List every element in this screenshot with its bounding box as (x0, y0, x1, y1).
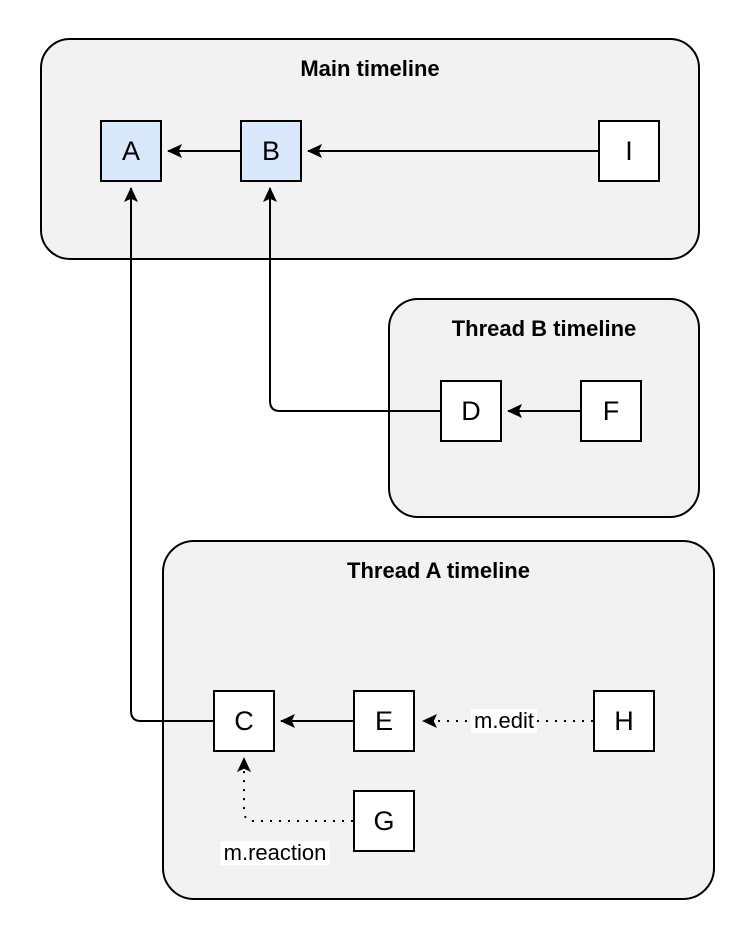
node-d: D (440, 380, 502, 442)
node-g: G (353, 790, 415, 852)
node-i: I (598, 120, 660, 182)
node-h: H (593, 690, 655, 752)
node-f: F (580, 380, 642, 442)
edge-label-m-edit: m.edit (471, 709, 537, 733)
edge-label-m-reaction: m.reaction (220, 841, 330, 865)
node-b: B (240, 120, 302, 182)
node-e: E (353, 690, 415, 752)
node-a: A (100, 120, 162, 182)
group-title-thread-a-timeline: Thread A timeline (347, 558, 530, 583)
node-c: C (213, 690, 275, 752)
group-title-main-timeline: Main timeline (300, 56, 440, 81)
group-thread-b-timeline: Thread B timeline (388, 298, 700, 518)
group-title-thread-b-timeline: Thread B timeline (451, 316, 637, 341)
